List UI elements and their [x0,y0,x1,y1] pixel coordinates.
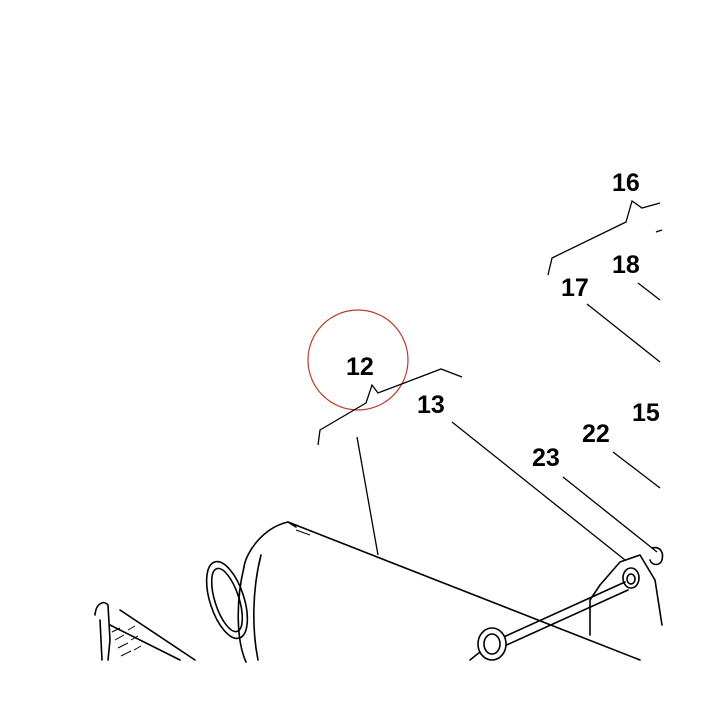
callout-12-highlight-circle[interactable] [307,309,409,411]
callout-18[interactable]: 18 [612,251,640,279]
callout-13[interactable]: 13 [417,391,445,419]
leader-line-17 [586,303,661,363]
leader-bracket-12 [317,368,463,446]
leader-line-13 [451,421,626,561]
leader-line-18 [637,282,661,301]
callout-17[interactable]: 17 [561,274,589,302]
callout-16[interactable]: 16 [612,169,640,197]
bottom-left-component [94,601,196,661]
mounting-bracket [589,546,664,636]
callout-22[interactable]: 22 [582,420,610,448]
cylinder-housing [205,521,641,663]
leader-line-22 [612,451,661,489]
callout-15[interactable]: 15 [632,399,660,427]
callout-23[interactable]: 23 [532,444,560,472]
leader-mark-16 [655,229,663,233]
shaft-rod [469,581,629,661]
callout-12[interactable]: 12 [346,353,374,381]
leader-bracket-16 [547,199,661,276]
leader-line-23 [562,476,658,553]
leader-line-12 [356,436,379,556]
